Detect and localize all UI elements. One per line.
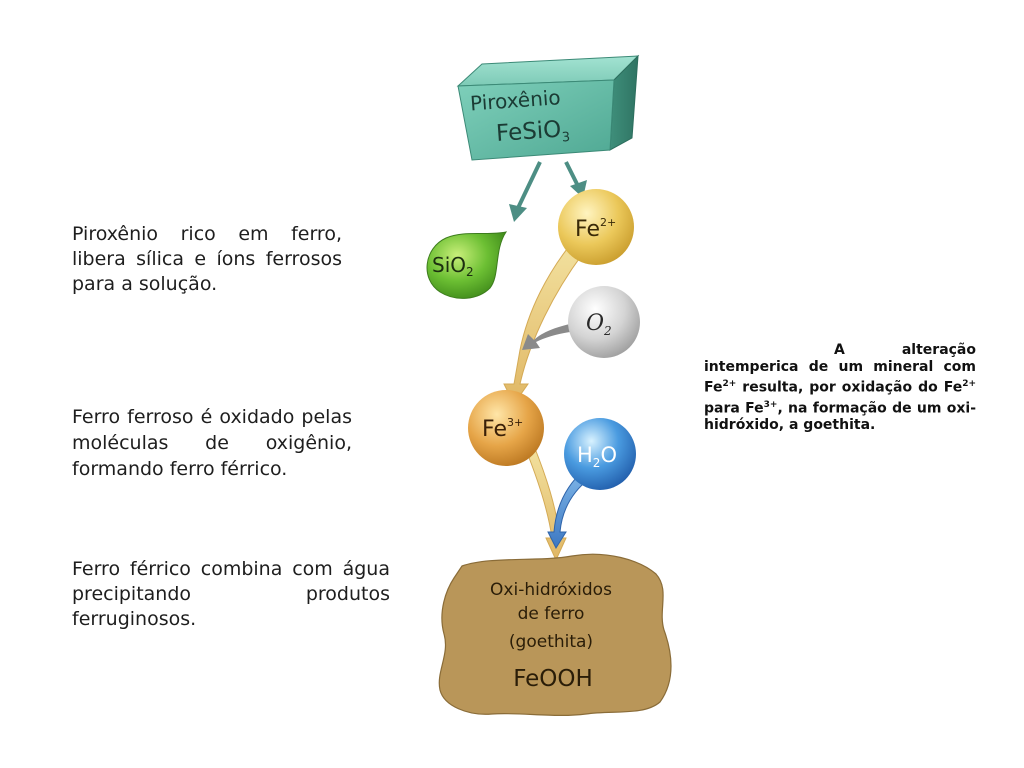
- step-3-text: Ferro férrico combina com água precipita…: [72, 558, 390, 630]
- pyroxene-box: [456, 54, 640, 161]
- product-line1: Oxi-hidróxidos: [490, 580, 612, 600]
- step-2-text: Ferro ferroso é oxidado pelas moléculas …: [72, 406, 352, 480]
- product-line3: (goethita): [509, 632, 593, 652]
- precipitation-arrow: [525, 445, 567, 562]
- fe3-ion: [468, 390, 544, 466]
- h2o-label: H2O: [577, 443, 617, 470]
- sio2-label: SiO2: [432, 253, 474, 279]
- fe2-ion: [558, 189, 634, 265]
- product-line2: de ferro: [518, 604, 585, 624]
- fe2-label: Fe2+: [575, 216, 616, 242]
- water-arrow: [547, 469, 591, 550]
- product-blob: [438, 553, 672, 716]
- product-formula: FeOOH: [513, 666, 593, 692]
- oxygen-arrow: [522, 324, 570, 350]
- figure-caption: A alteração intemperica de um mineral co…: [704, 342, 977, 434]
- h2o-molecule: [564, 418, 636, 490]
- fe3-label: Fe3+: [482, 416, 523, 442]
- sio2-droplet: [426, 231, 508, 299]
- pyroxene-formula: FeSiO3: [495, 116, 570, 150]
- step-1-text: Piroxênio rico em ferro, libera sílica e…: [72, 223, 342, 295]
- arrow-to-sio2: [509, 161, 542, 222]
- o2-molecule: [568, 286, 640, 358]
- o2-label: O2: [586, 311, 612, 338]
